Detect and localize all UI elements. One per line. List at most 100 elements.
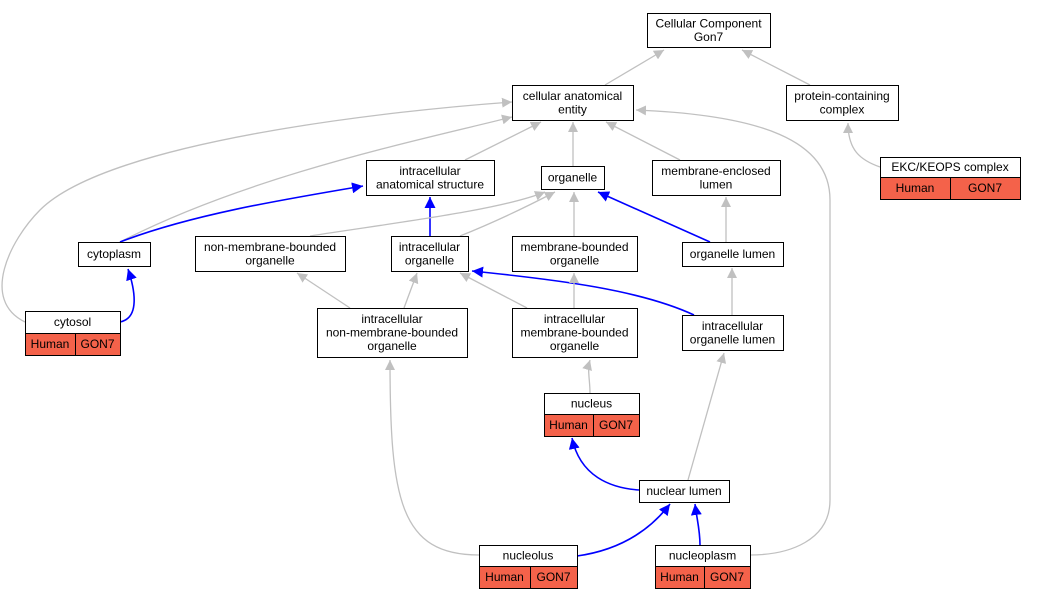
node-label-line: non-membrane-bounded (326, 326, 458, 340)
node-box (652, 160, 781, 196)
edge-cyt-to-cae (119, 114, 513, 243)
edge-inmbo-to-io (403, 272, 419, 309)
node-label-line: cytosol (54, 315, 91, 329)
edge-pcc-to-root (741, 49, 811, 86)
node-nl[interactable]: nuclear lumen (639, 480, 730, 503)
node-box (682, 242, 784, 267)
edge-nl-to-iol (687, 352, 727, 481)
species-label: Human (31, 337, 70, 351)
node-label-line: non-membrane-bounded (204, 240, 336, 254)
node-box (541, 166, 605, 190)
node-label-line: nucleoplasm (669, 549, 736, 563)
node-label-line: Cellular Component (655, 16, 762, 30)
node-box (786, 85, 899, 121)
node-ol[interactable]: organelle lumen (682, 242, 784, 267)
edge-nl-to-nucleus (568, 437, 640, 491)
node-org[interactable]: organelle (541, 166, 605, 190)
edge-ias-to-cae (464, 121, 542, 161)
edge-nucleoplasm-to-nl (690, 503, 702, 546)
edge-cytosol-to-cae (1, 97, 513, 323)
node-label-line: membrane-bounded (520, 240, 628, 254)
node-label-line: organelle (550, 339, 600, 353)
node-label-line: EKC/KEOPS complex (891, 160, 1008, 174)
node-label-line: intracellular (544, 312, 605, 326)
node-box (317, 308, 468, 358)
node-inmbo[interactable]: intracellularnon-membrane-boundedorganel… (317, 308, 468, 358)
edge-cae-to-root (604, 49, 665, 86)
node-label-line: anatomical structure (376, 177, 484, 191)
node-label-line: protein-containing (794, 89, 889, 103)
node-label-line: nuclear lumen (646, 484, 721, 498)
gene-cell (950, 177, 1021, 200)
species-label: Human (660, 570, 699, 584)
node-label-line: organelle lumen (690, 332, 775, 346)
node-box (512, 236, 638, 272)
gene-label: GON7 (710, 570, 744, 584)
node-label-line: entity (558, 102, 587, 116)
edge-nucleoplasm-to-cae (635, 105, 831, 556)
species-label: Human (485, 570, 524, 584)
node-label-line: Gon7 (694, 30, 724, 44)
node-label-line: organelle (548, 171, 598, 185)
gene-label: GON7 (599, 418, 633, 432)
node-label-line: intracellular (399, 164, 460, 178)
node-label-line: intracellular (399, 240, 460, 254)
gene-label: GON7 (536, 570, 570, 584)
node-label-line: lumen (700, 177, 733, 191)
edge-inmbo-to-nmbo (296, 272, 351, 309)
edge-cyt-to-ias (119, 182, 364, 243)
edge-cytosol-to-cyt (119, 268, 137, 323)
node-label-line: nucleus (571, 397, 612, 411)
edges-layer (1, 49, 881, 557)
node-label-line: organelle (550, 253, 600, 267)
gene-cell (704, 566, 751, 589)
node-box (78, 242, 151, 267)
node-label-line: organelle (405, 253, 455, 267)
gene-cell (530, 566, 578, 589)
node-label-line: complex (820, 102, 865, 116)
node-cyt[interactable]: cytoplasm (78, 242, 151, 267)
node-label-line: cytoplasm (87, 247, 141, 261)
edge-ekc-to-pcc (843, 122, 881, 168)
edge-nmbo-to-org (309, 191, 546, 237)
gene-cell (593, 414, 640, 437)
node-label-line: organelle lumen (690, 247, 775, 261)
node-label-line: cellular anatomical (523, 89, 622, 103)
edge-nucleus-to-imbo (582, 359, 592, 394)
node-label-line: intracellular (361, 312, 422, 326)
edge-nucleolus-to-inmbo (385, 359, 480, 556)
node-box (195, 236, 346, 272)
node-box (647, 13, 771, 48)
species-label: Human (549, 418, 588, 432)
node-box (512, 85, 634, 121)
node-label-line: membrane-bounded (520, 326, 628, 340)
node-label-line: membrane-enclosed (661, 164, 770, 178)
edge-imbo-to-io (459, 272, 528, 309)
node-label-line: nucleolus (503, 549, 554, 563)
edge-iol-to-io (471, 266, 695, 316)
node-label-line: intracellular (702, 319, 763, 333)
gene-label: GON7 (968, 181, 1002, 195)
edge-io-to-org (459, 191, 556, 237)
node-box (512, 308, 638, 358)
node-box (639, 480, 730, 503)
node-label-line: organelle (367, 339, 417, 353)
node-box (391, 236, 469, 272)
